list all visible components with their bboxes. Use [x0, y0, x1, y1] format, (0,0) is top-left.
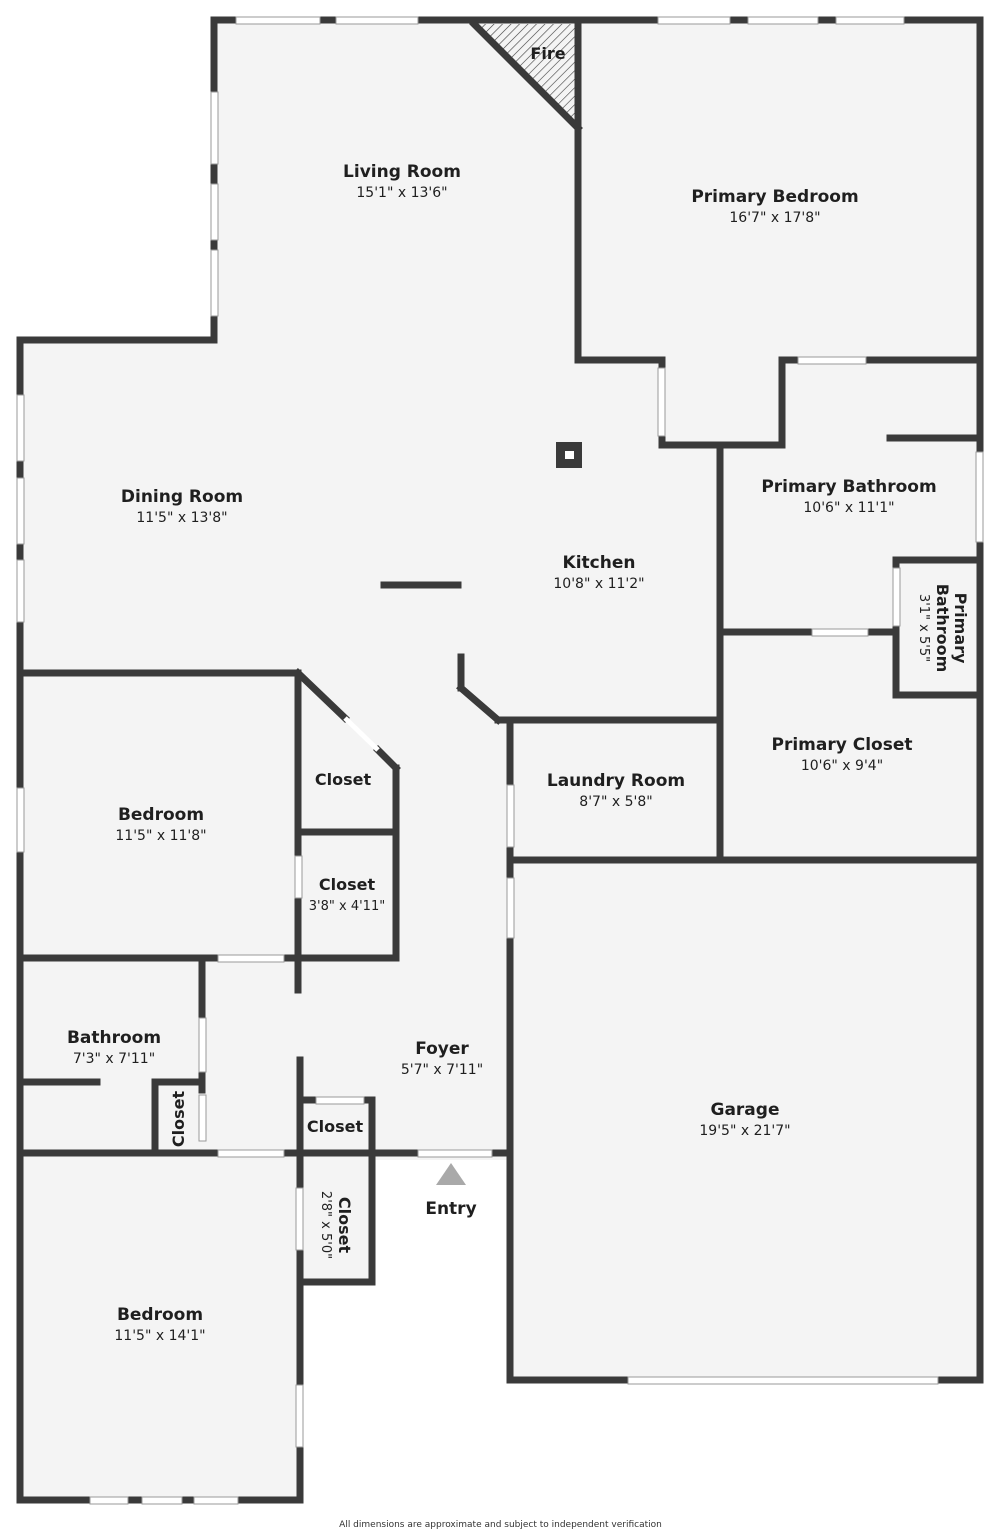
- laundry-room-dims: 8'7" x 5'8": [579, 794, 652, 810]
- laundry-room-label: Laundry Room: [547, 771, 685, 791]
- closet-angled-label: Closet: [315, 770, 372, 789]
- primary-bathroom-small-dims: 3'1" x 5'5": [916, 594, 931, 662]
- garage-label: Garage: [711, 1100, 780, 1120]
- bedroom-lower-dims: 11'5" x 14'1": [114, 1328, 205, 1344]
- entry-arrow-icon: [436, 1163, 466, 1185]
- disclaimer-text: All dimensions are approximate and subje…: [339, 1520, 662, 1530]
- primary-bathroom-small-line1: Primary: [951, 593, 970, 664]
- column-marker: [565, 451, 574, 459]
- closet-mid-label: Closet: [319, 875, 376, 894]
- primary-bathroom-dims: 10'6" x 11'1": [803, 500, 894, 516]
- closet-foyer-label: Closet: [307, 1117, 364, 1136]
- kitchen-dims: 10'8" x 11'2": [553, 576, 644, 592]
- closet-lower-dims: 2'8" x 5'0": [318, 1191, 333, 1259]
- fireplace-label: Fire: [530, 44, 565, 63]
- dining-room-label: Dining Room: [121, 487, 243, 507]
- living-room-dims: 15'1" x 13'6": [356, 185, 447, 201]
- primary-bathroom-label: Primary Bathroom: [761, 477, 936, 497]
- living-room-label: Living Room: [343, 162, 461, 182]
- primary-closet-dims: 10'6" x 9'4": [801, 758, 883, 774]
- dining-room-dims: 11'5" x 13'8": [136, 510, 227, 526]
- floor-fill: [20, 20, 980, 1500]
- primary-bathroom-small-line2: Bathroom: [933, 584, 952, 673]
- primary-bedroom-dims: 16'7" x 17'8": [729, 210, 820, 226]
- bedroom-upper-dims: 11'5" x 11'8": [115, 828, 206, 844]
- primary-bedroom-label: Primary Bedroom: [691, 187, 858, 207]
- closet-lower-label: Closet: [335, 1197, 354, 1254]
- foyer-label: Foyer: [415, 1039, 469, 1059]
- windows: [16, 16, 984, 1505]
- bathroom-dims: 7'3" x 7'11": [73, 1051, 155, 1067]
- primary-closet-label: Primary Closet: [772, 735, 913, 755]
- closet-bath-label: Closet: [169, 1091, 188, 1148]
- garage-dims: 19'5" x 21'7": [699, 1123, 790, 1139]
- bathroom-label: Bathroom: [67, 1028, 161, 1048]
- entry-label: Entry: [425, 1199, 476, 1219]
- kitchen-label: Kitchen: [563, 553, 636, 573]
- closet-mid-dims: 3'8" x 4'11": [309, 899, 385, 914]
- bedroom-upper-label: Bedroom: [118, 805, 204, 825]
- bedroom-lower-label: Bedroom: [117, 1305, 203, 1325]
- foyer-dims: 5'7" x 7'11": [401, 1062, 483, 1078]
